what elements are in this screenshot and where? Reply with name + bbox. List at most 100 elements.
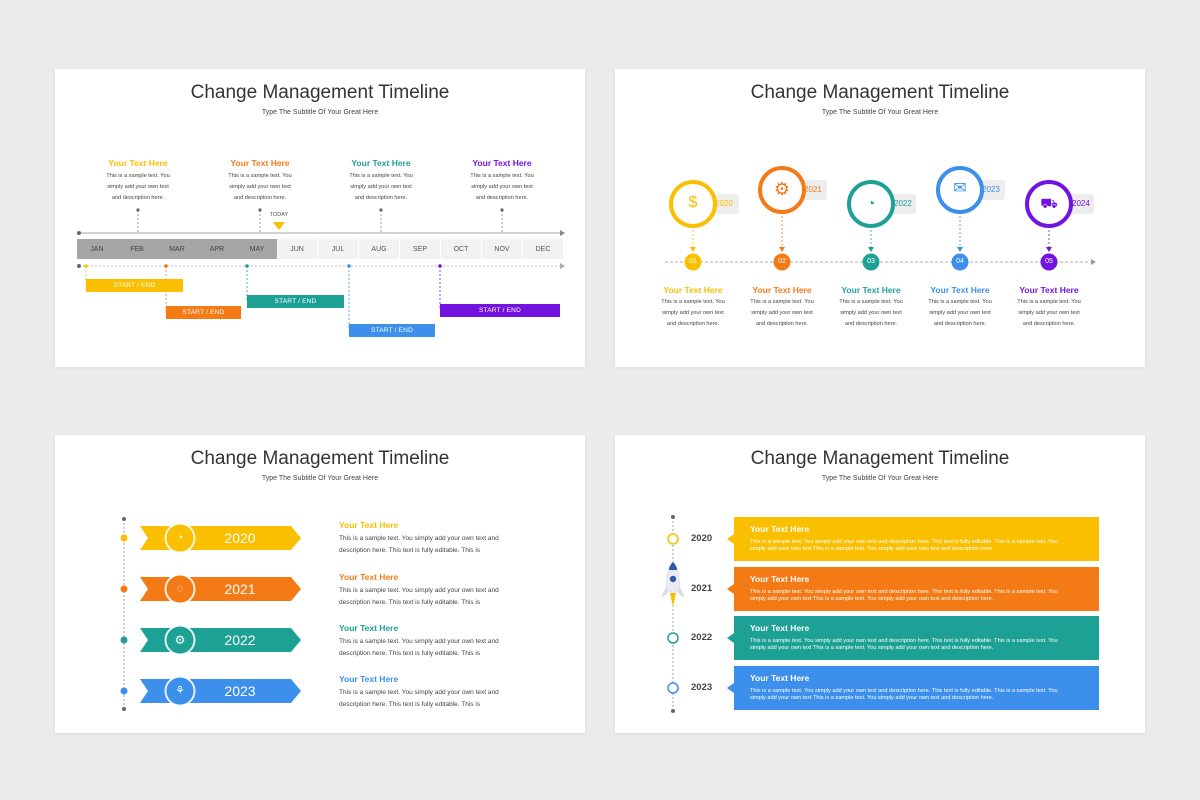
step-line: simply add your own text <box>929 310 991 316</box>
step-text-3: Your Text Here This is a sample text. Yo… <box>831 285 911 330</box>
step-line: and description here. <box>933 321 987 327</box>
pie-chart-icon: ◔ <box>176 532 184 544</box>
year-label: 2021 <box>804 185 822 194</box>
month-cell: AUG <box>358 239 399 259</box>
rocket-icon <box>663 567 683 607</box>
year-label: 2023 <box>982 185 1000 194</box>
step-number: 05 <box>1045 258 1053 265</box>
slide-circle-timeline: Change Management Timeline Type The Subt… <box>615 69 1145 367</box>
callout-line: simply add your own text <box>471 184 533 190</box>
step-text-2: Your Text Here This is a sample text. Yo… <box>742 285 822 330</box>
month-cell: JUL <box>317 239 358 259</box>
gear-icon: ⚙ <box>174 633 186 647</box>
slide-subtitle: Type The Subtitle Of Your Great Here <box>261 109 379 116</box>
month-cell: DEC <box>522 239 563 259</box>
item-title: Your Text Here <box>339 572 399 582</box>
rocket-timeline-graphics <box>661 515 734 713</box>
delivery-truck-icon: ⛟ <box>1040 195 1058 211</box>
item-text-1: Your Text Here This is a sample text. Yo… <box>339 520 519 557</box>
month-cell: FEB <box>117 239 157 259</box>
step-text-5: Your Text Here This is a sample text. Yo… <box>1009 285 1089 330</box>
month-cell: JUN <box>277 239 317 259</box>
item-title: Your Text Here <box>339 623 399 633</box>
step-line: This is a sample text. You <box>1017 299 1081 305</box>
item-text-4: Your Text Here This is a sample text. Yo… <box>339 674 519 711</box>
start-end-bar: START / END <box>349 324 435 337</box>
callout-text: This is a sample text. You simply add yo… <box>457 171 547 204</box>
piggy-bank-icon: ◔ <box>866 195 876 211</box>
row-line: This is a sample text. You simply add yo… <box>750 688 1058 694</box>
year-label: 2023 <box>224 683 256 699</box>
step-line: and description here. <box>1022 321 1076 327</box>
item-title: Your Text Here <box>339 674 399 684</box>
timeline-row: Your Text Here This is a sample text. Yo… <box>734 567 1099 611</box>
month-band: JAN FEB MAR APR MAY JUN JUL AUG SEP OCT … <box>77 239 563 259</box>
row-desc: This is a sample text. You simply add yo… <box>750 638 1083 652</box>
start-end-bar: START / END <box>86 279 183 292</box>
step-text-1: Your Text Here This is a sample text. Yo… <box>653 285 733 330</box>
step-line: simply add your own text <box>840 310 902 316</box>
row-line: simply add your own text This is a sampl… <box>750 695 994 701</box>
item-line: description here. This text is fully edi… <box>339 547 481 554</box>
money-hand-icon: $ <box>688 194 698 211</box>
circle-timeline-graphics <box>665 166 1096 271</box>
step-title: Your Text Here <box>930 285 990 295</box>
step-text-4: Your Text Here This is a sample text. Yo… <box>920 285 1000 330</box>
callout-line: This is a sample text. You <box>349 173 413 179</box>
item-line: description here. This text is fully edi… <box>339 650 481 657</box>
year-label: 2021 <box>691 583 713 594</box>
step-line: and description here. <box>755 321 809 327</box>
step-number: 01 <box>689 258 697 265</box>
start-end-bar: START / END <box>247 295 344 308</box>
callout-line: and description here. <box>111 195 165 201</box>
row-desc: This is a sample text. You simply add yo… <box>750 539 1083 553</box>
month-cell: NOV <box>481 239 522 259</box>
item-line: description here. This text is fully edi… <box>339 701 481 708</box>
item-line: This is a sample text. You simply add yo… <box>339 535 499 542</box>
step-desc: This is a sample text. You simply add you… <box>1009 297 1089 330</box>
item-line: This is a sample text. You simply add yo… <box>339 638 499 645</box>
item-desc: This is a sample text. You simply add yo… <box>339 687 519 711</box>
timeline-lines <box>77 208 565 331</box>
step-line: simply add your own text <box>662 310 724 316</box>
timeline-row: Your Text Here This is a sample text. Yo… <box>734 616 1099 660</box>
callout-3: Your Text Here This is a sample text. Yo… <box>336 158 426 204</box>
step-number: 02 <box>778 258 786 265</box>
start-end-bar: START / END <box>166 306 241 319</box>
row-title: Your Text Here <box>750 673 810 683</box>
year-label: 2022 <box>691 632 713 643</box>
step-title: Your Text Here <box>752 285 812 295</box>
item-title: Your Text Here <box>339 520 399 530</box>
year-label: 2020 <box>715 199 733 208</box>
timeline-row: Your Text Here This is a sample text. Yo… <box>734 517 1099 561</box>
item-desc: This is a sample text. You simply add yo… <box>339 585 519 609</box>
slide-arrow-timeline: Change Management Timeline Type The Subt… <box>55 435 585 733</box>
slide-month-timeline: Change Management Timeline Type The Subt… <box>55 69 585 367</box>
step-number: 03 <box>867 258 875 265</box>
step-line: This is a sample text. You <box>839 299 903 305</box>
row-line: This is a sample text. You simply add yo… <box>750 539 1058 545</box>
callout-line: This is a sample text. You <box>470 173 534 179</box>
callout-text: This is a sample text. You simply add yo… <box>336 171 426 204</box>
step-line: simply add your own text <box>1018 310 1080 316</box>
callout-text: This is a sample text. You simply add yo… <box>215 171 305 204</box>
slide-subtitle: Type The Subtitle Of Your Great Here <box>821 475 939 482</box>
item-line: This is a sample text. You simply add yo… <box>339 689 499 696</box>
row-desc: This is a sample text. You simply add yo… <box>750 589 1083 603</box>
today-label: TODAY <box>269 212 289 218</box>
year-label: 2022 <box>224 632 256 648</box>
step-line: and description here. <box>844 321 898 327</box>
timeline-row: Your Text Here This is a sample text. Yo… <box>734 666 1099 710</box>
year-label: 2020 <box>224 530 256 546</box>
callout-line: This is a sample text. You <box>106 173 170 179</box>
step-line: and description here. <box>666 321 720 327</box>
gear-icon: ⚙ <box>773 179 791 199</box>
month-cell: OCT <box>440 239 481 259</box>
slide-title: Change Management Timeline <box>190 448 450 469</box>
callout-title: Your Text Here <box>230 158 290 168</box>
callout-title: Your Text Here <box>108 158 168 168</box>
item-text-2: Your Text Here This is a sample text. Yo… <box>339 572 519 609</box>
